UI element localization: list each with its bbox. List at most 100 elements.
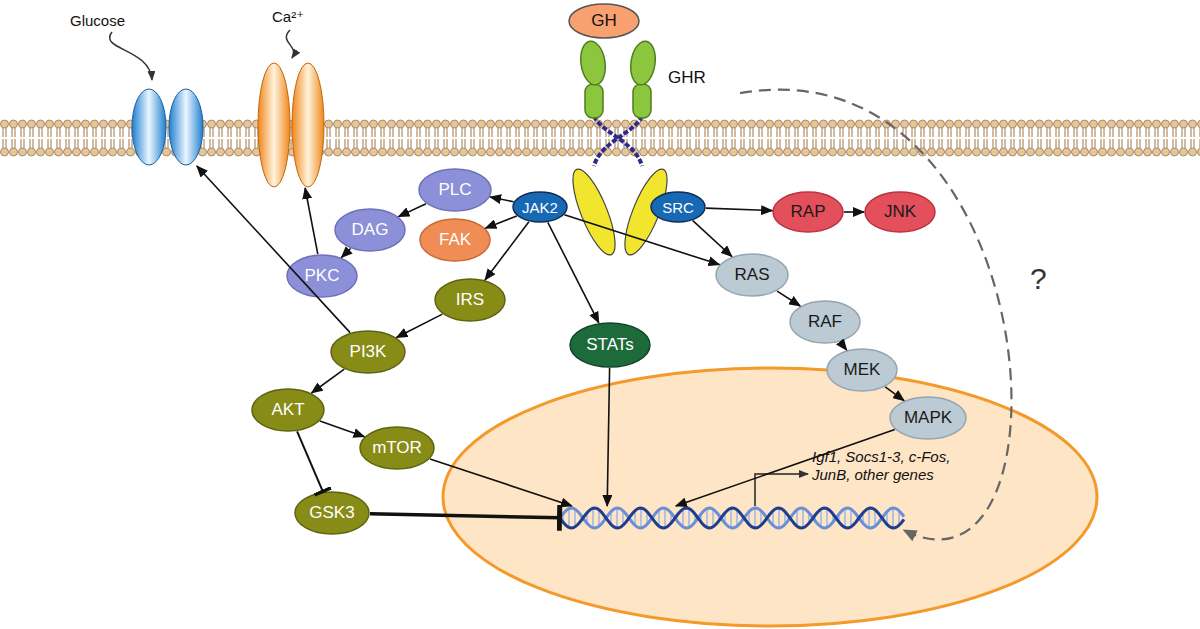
- node-ellipse: [360, 427, 434, 469]
- inhibition-connector: [297, 431, 323, 491]
- node-label: PLC: [418, 168, 492, 212]
- node-label: SRC: [650, 191, 706, 223]
- node-label: GHR: [668, 68, 706, 88]
- node-shape: [560, 506, 905, 530]
- calcium-channel: Ca²⁺: [255, 62, 327, 188]
- influx-arrow: [286, 30, 293, 58]
- node-ellipse: [570, 323, 650, 367]
- transmembrane-helix: [594, 116, 642, 166]
- signal-node: DAG: [334, 208, 406, 252]
- channel-subunit: [132, 89, 166, 165]
- node-ellipse: [420, 219, 490, 261]
- arrow-connector: [564, 215, 719, 265]
- node-label: STATs: [569, 322, 651, 368]
- node-label: mTOR: [359, 426, 435, 470]
- signal-node: IRS: [434, 278, 506, 322]
- node-label: MAPK: [889, 396, 967, 440]
- node-label: Igf1, Socs1-3, c-Fos, JunB, other genes: [812, 448, 992, 484]
- edge-label: ?: [1030, 262, 1047, 296]
- signal-node: RAP: [772, 191, 844, 233]
- inhibition-connector: [370, 514, 560, 518]
- node-ellipse: [865, 192, 935, 232]
- signal-node: PI3K: [330, 330, 406, 374]
- dna-helix: Igf1, Socs1-3, c-Fos, JunB, other genes: [560, 506, 905, 530]
- hormone-node: GH: [568, 3, 640, 39]
- node-label: FAK: [419, 218, 491, 262]
- node-label: GSK3: [294, 491, 370, 535]
- arrow-connector: [676, 430, 895, 506]
- receptor-domain: [585, 84, 603, 118]
- node-label: IRS: [434, 278, 506, 322]
- node-label: Glucose: [70, 12, 125, 29]
- node-label: PKC: [286, 254, 358, 298]
- node-label: GH: [568, 3, 640, 39]
- node-ellipse: [419, 169, 491, 211]
- signal-node: PKC: [286, 254, 358, 298]
- arrow-connector: [777, 291, 800, 306]
- node-shape: [255, 62, 327, 188]
- node-label: RAP: [772, 191, 844, 233]
- receptor-domain: [633, 84, 651, 118]
- channel-subunit: [292, 63, 324, 187]
- arrow-connector: [305, 188, 318, 254]
- receptor-domain: [578, 40, 608, 87]
- arrow-connector: [341, 249, 350, 258]
- node-ellipse: [890, 397, 966, 439]
- arrow-connector: [485, 222, 529, 280]
- arrow-connector: [490, 197, 513, 202]
- signal-node: PLC: [418, 168, 492, 212]
- receptor-node: GHR JAK2 SRC: [505, 40, 740, 290]
- arrow-connector: [312, 369, 345, 393]
- node-label: AKT: [251, 388, 325, 432]
- node-ellipse: [773, 192, 843, 232]
- node-label: RAF: [789, 300, 861, 344]
- arrow-connector: [399, 204, 427, 217]
- receptor-tail: [565, 164, 624, 259]
- node-label: JNK: [864, 191, 936, 233]
- signal-node: MAPK: [889, 396, 967, 440]
- signal-node: GSK3: [294, 491, 370, 535]
- transmembrane-helix: [594, 116, 642, 166]
- node-label: MEK: [826, 348, 898, 392]
- glucose-channel: Glucose: [130, 88, 205, 166]
- signal-node: AKT: [251, 388, 325, 432]
- influx-arrow: [110, 32, 152, 80]
- arrow-connector: [197, 166, 350, 333]
- nucleus: [443, 368, 1097, 626]
- node-ellipse: [569, 4, 639, 38]
- node-ellipse: [287, 255, 357, 297]
- arrow-connector: [844, 211, 864, 213]
- node-ellipse: [716, 254, 788, 296]
- kinase-node: JAK2: [512, 191, 568, 223]
- node-ellipse: [331, 331, 405, 373]
- node-label: JAK2: [512, 191, 568, 223]
- arrow-connector: [693, 221, 732, 257]
- node-label: RAS: [715, 253, 789, 297]
- node-ellipse: [435, 279, 505, 321]
- transcription-factor-node: STATs: [569, 322, 651, 368]
- arrow-connector: [485, 216, 516, 228]
- dna-strand: [560, 508, 904, 528]
- node-ellipse: [335, 209, 405, 251]
- arrow-connector: [706, 208, 772, 211]
- node-ellipse: [827, 349, 897, 391]
- node-ellipse: [295, 492, 369, 534]
- signal-node: mTOR: [359, 426, 435, 470]
- signal-node: JNK: [864, 191, 936, 233]
- signal-node: RAS: [715, 253, 789, 297]
- node-shape-part: [565, 40, 676, 260]
- signal-node: MEK: [826, 348, 898, 392]
- node-ellipse: [651, 192, 705, 222]
- node-label: PI3K: [330, 330, 406, 374]
- node-ellipse: [252, 389, 324, 431]
- arrow-connector: [840, 342, 846, 350]
- dashed-connector: [740, 90, 1011, 540]
- receptor-domain: [628, 40, 658, 87]
- channel-subunit: [169, 89, 203, 165]
- signal-node: FAK: [419, 218, 491, 262]
- arrow-connector: [607, 368, 609, 506]
- signal-node: RAF: [789, 300, 861, 344]
- node-label: Ca²⁺: [272, 8, 304, 26]
